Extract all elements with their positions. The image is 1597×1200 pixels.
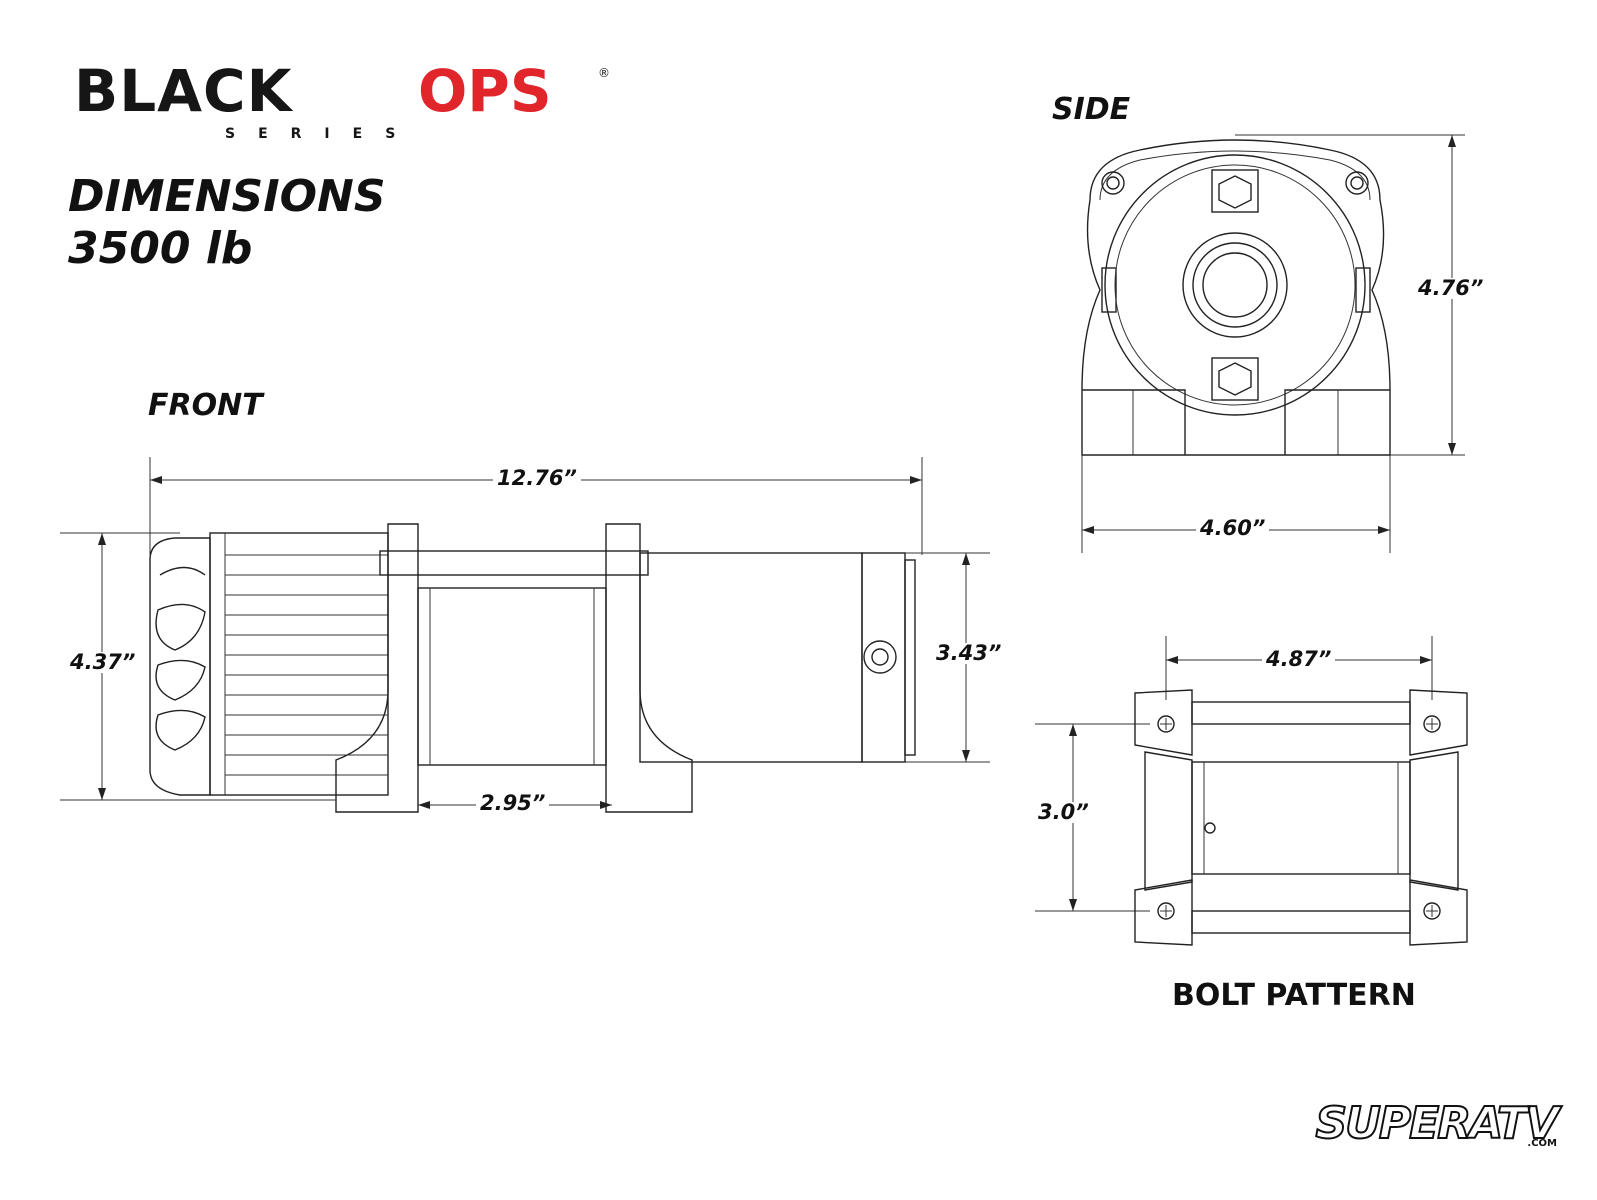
front-height-label: 4.37”	[66, 652, 140, 673]
front-length-label: 12.76”	[493, 468, 581, 489]
side-width-label: 4.60”	[1196, 518, 1270, 539]
superatv-com: .COM	[1527, 1138, 1557, 1149]
side-view-label: SIDE	[1052, 92, 1131, 127]
bolt-pattern-label: BOLT PATTERN	[1172, 978, 1416, 1013]
front-view-drawing	[60, 457, 990, 813]
page-title: DIMENSIONS	[68, 171, 386, 222]
brand-registered-mark: ®	[598, 66, 610, 80]
side-view-drawing	[1081, 134, 1465, 553]
superatv-logo: SUPERATV	[1314, 1097, 1560, 1150]
front-view-label: FRONT	[148, 388, 263, 423]
side-height-label: 4.76”	[1414, 278, 1488, 299]
bolt-height-label: 3.0”	[1034, 802, 1093, 823]
bolt-pattern-drawing	[1035, 636, 1468, 946]
motor-height-label: 3.43”	[932, 643, 1006, 664]
capacity-title: 3500 lb	[68, 223, 253, 274]
brand-ops: OPS	[418, 57, 552, 125]
drum-width-label: 2.95”	[476, 793, 550, 814]
bolt-width-label: 4.87”	[1262, 649, 1336, 670]
brand-black: BLACK	[74, 57, 293, 125]
brand-series: SERIES	[225, 126, 419, 142]
